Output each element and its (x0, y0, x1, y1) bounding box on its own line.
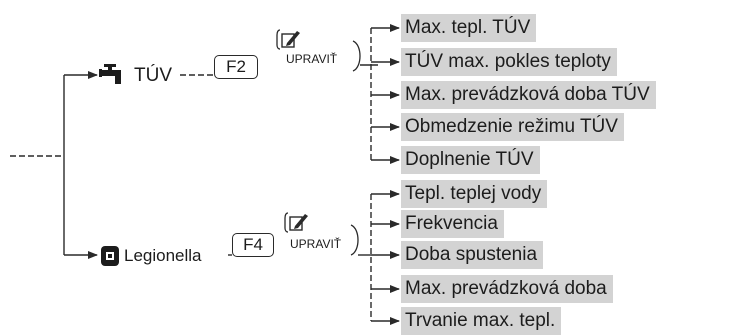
f2-key-button[interactable]: F2 (214, 55, 258, 79)
edit-icon (284, 212, 308, 233)
list-item[interactable]: Max. prevádzková doba (401, 275, 613, 303)
edit-label-f4: UPRAVIŤ (290, 237, 342, 251)
edit-icon (276, 29, 300, 50)
faucet-icon (99, 64, 121, 84)
boiler-icon (101, 246, 119, 266)
list-item[interactable]: TÚV max. pokles teploty (401, 48, 617, 76)
tuv-node-label: TÚV (134, 65, 172, 86)
list-item[interactable]: Max. tepl. TÚV (401, 14, 537, 42)
bracket-right (350, 224, 359, 256)
edit-label-f2: UPRAVIŤ (286, 52, 338, 66)
list-item[interactable]: Frekvencia (401, 210, 504, 238)
f4-key-button[interactable]: F4 (232, 233, 274, 257)
list-item[interactable]: Tepl. teplej vody (401, 180, 548, 208)
legionella-node-label: Legionella (124, 246, 202, 265)
bracket-right (352, 40, 361, 72)
list-item[interactable]: Doba spustenia (401, 241, 544, 269)
list-item[interactable]: Obmedzenie režimu TÚV (401, 113, 624, 141)
list-item[interactable]: Max. prevádzková doba TÚV (401, 81, 656, 109)
list-item[interactable]: Trvanie max. tepl. (401, 307, 562, 335)
list-item[interactable]: Doplnenie TÚV (401, 146, 540, 174)
